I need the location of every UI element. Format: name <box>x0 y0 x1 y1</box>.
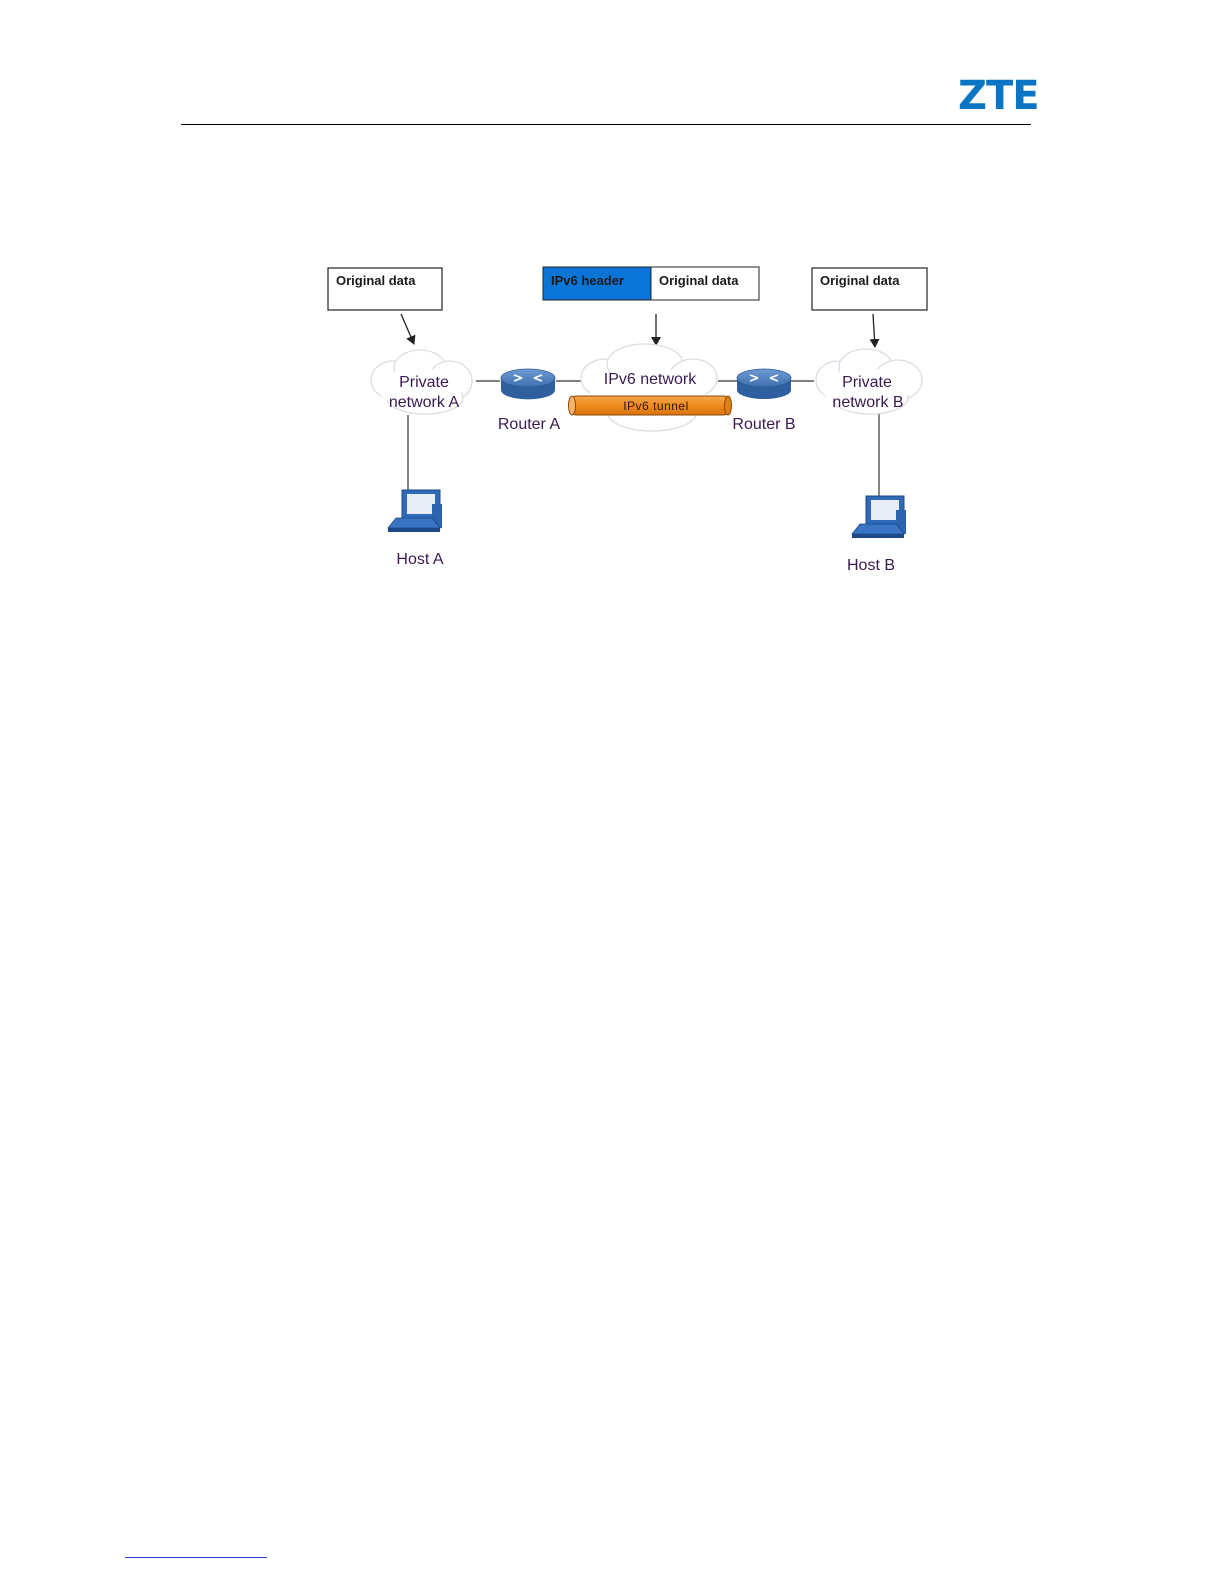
ipv6-tunnel-label: IPv6 tunnel <box>623 399 689 413</box>
packet-center-data-label: Original data <box>659 273 739 288</box>
ipv6-tunnel: IPv6 tunnel <box>569 396 732 415</box>
packet-left-label: Original data <box>336 273 416 288</box>
host-a-label: Host A <box>396 551 443 568</box>
network-a-line2: network A <box>389 394 460 411</box>
router-a-label: Router A <box>498 416 561 433</box>
packet-right-label: Original data <box>820 273 900 288</box>
packet-arrows <box>401 314 875 347</box>
host-a-computer-icon <box>388 490 442 532</box>
packet-center: IPv6 header Original data <box>543 267 759 300</box>
router-b-label: Router B <box>732 416 795 433</box>
network-a-line1: Private <box>399 374 449 391</box>
packet-left: Original data <box>328 268 442 310</box>
router-a-icon <box>501 369 555 399</box>
network-b-line2: network B <box>832 394 903 411</box>
router-b-icon <box>737 369 791 399</box>
host-b-label: Host B <box>847 557 895 574</box>
host-b-computer-icon <box>852 496 906 538</box>
ipv6-network-label: IPv6 network <box>604 371 697 388</box>
ipv6-header-label: IPv6 header <box>551 273 624 288</box>
network-b-line1: Private <box>842 374 892 391</box>
footer-rule <box>125 1557 267 1558</box>
packet-right: Original data <box>812 268 927 310</box>
